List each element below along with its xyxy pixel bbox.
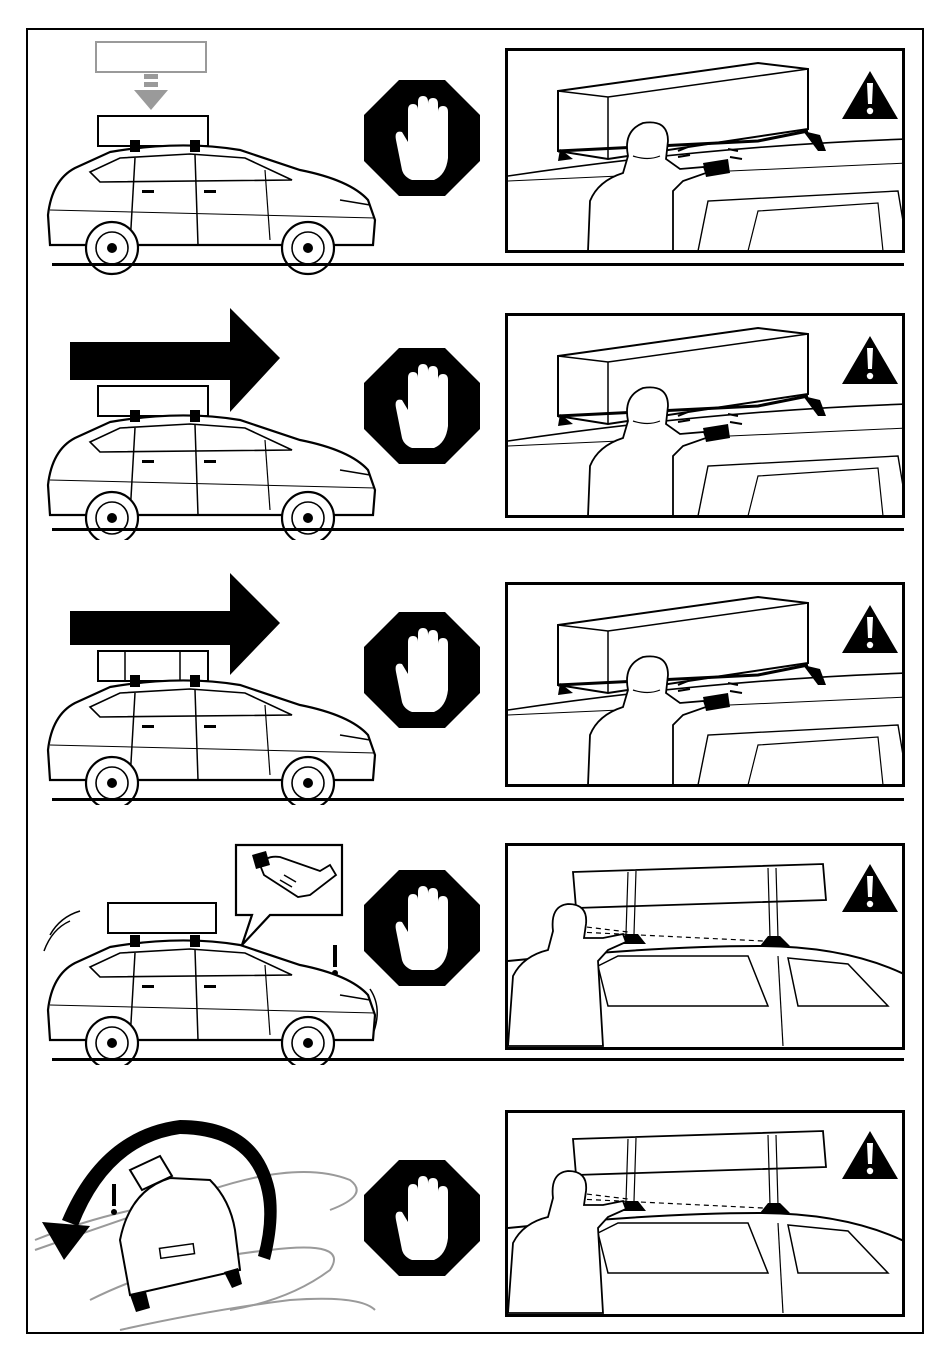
car-turning-scene xyxy=(30,1100,390,1340)
warning-triangle-icon xyxy=(842,1131,898,1179)
detail-panel-5 xyxy=(505,1110,905,1317)
stop-hand-icon xyxy=(364,1160,480,1276)
exclamation-icon xyxy=(111,1184,117,1215)
car-rear-view xyxy=(120,1156,242,1312)
